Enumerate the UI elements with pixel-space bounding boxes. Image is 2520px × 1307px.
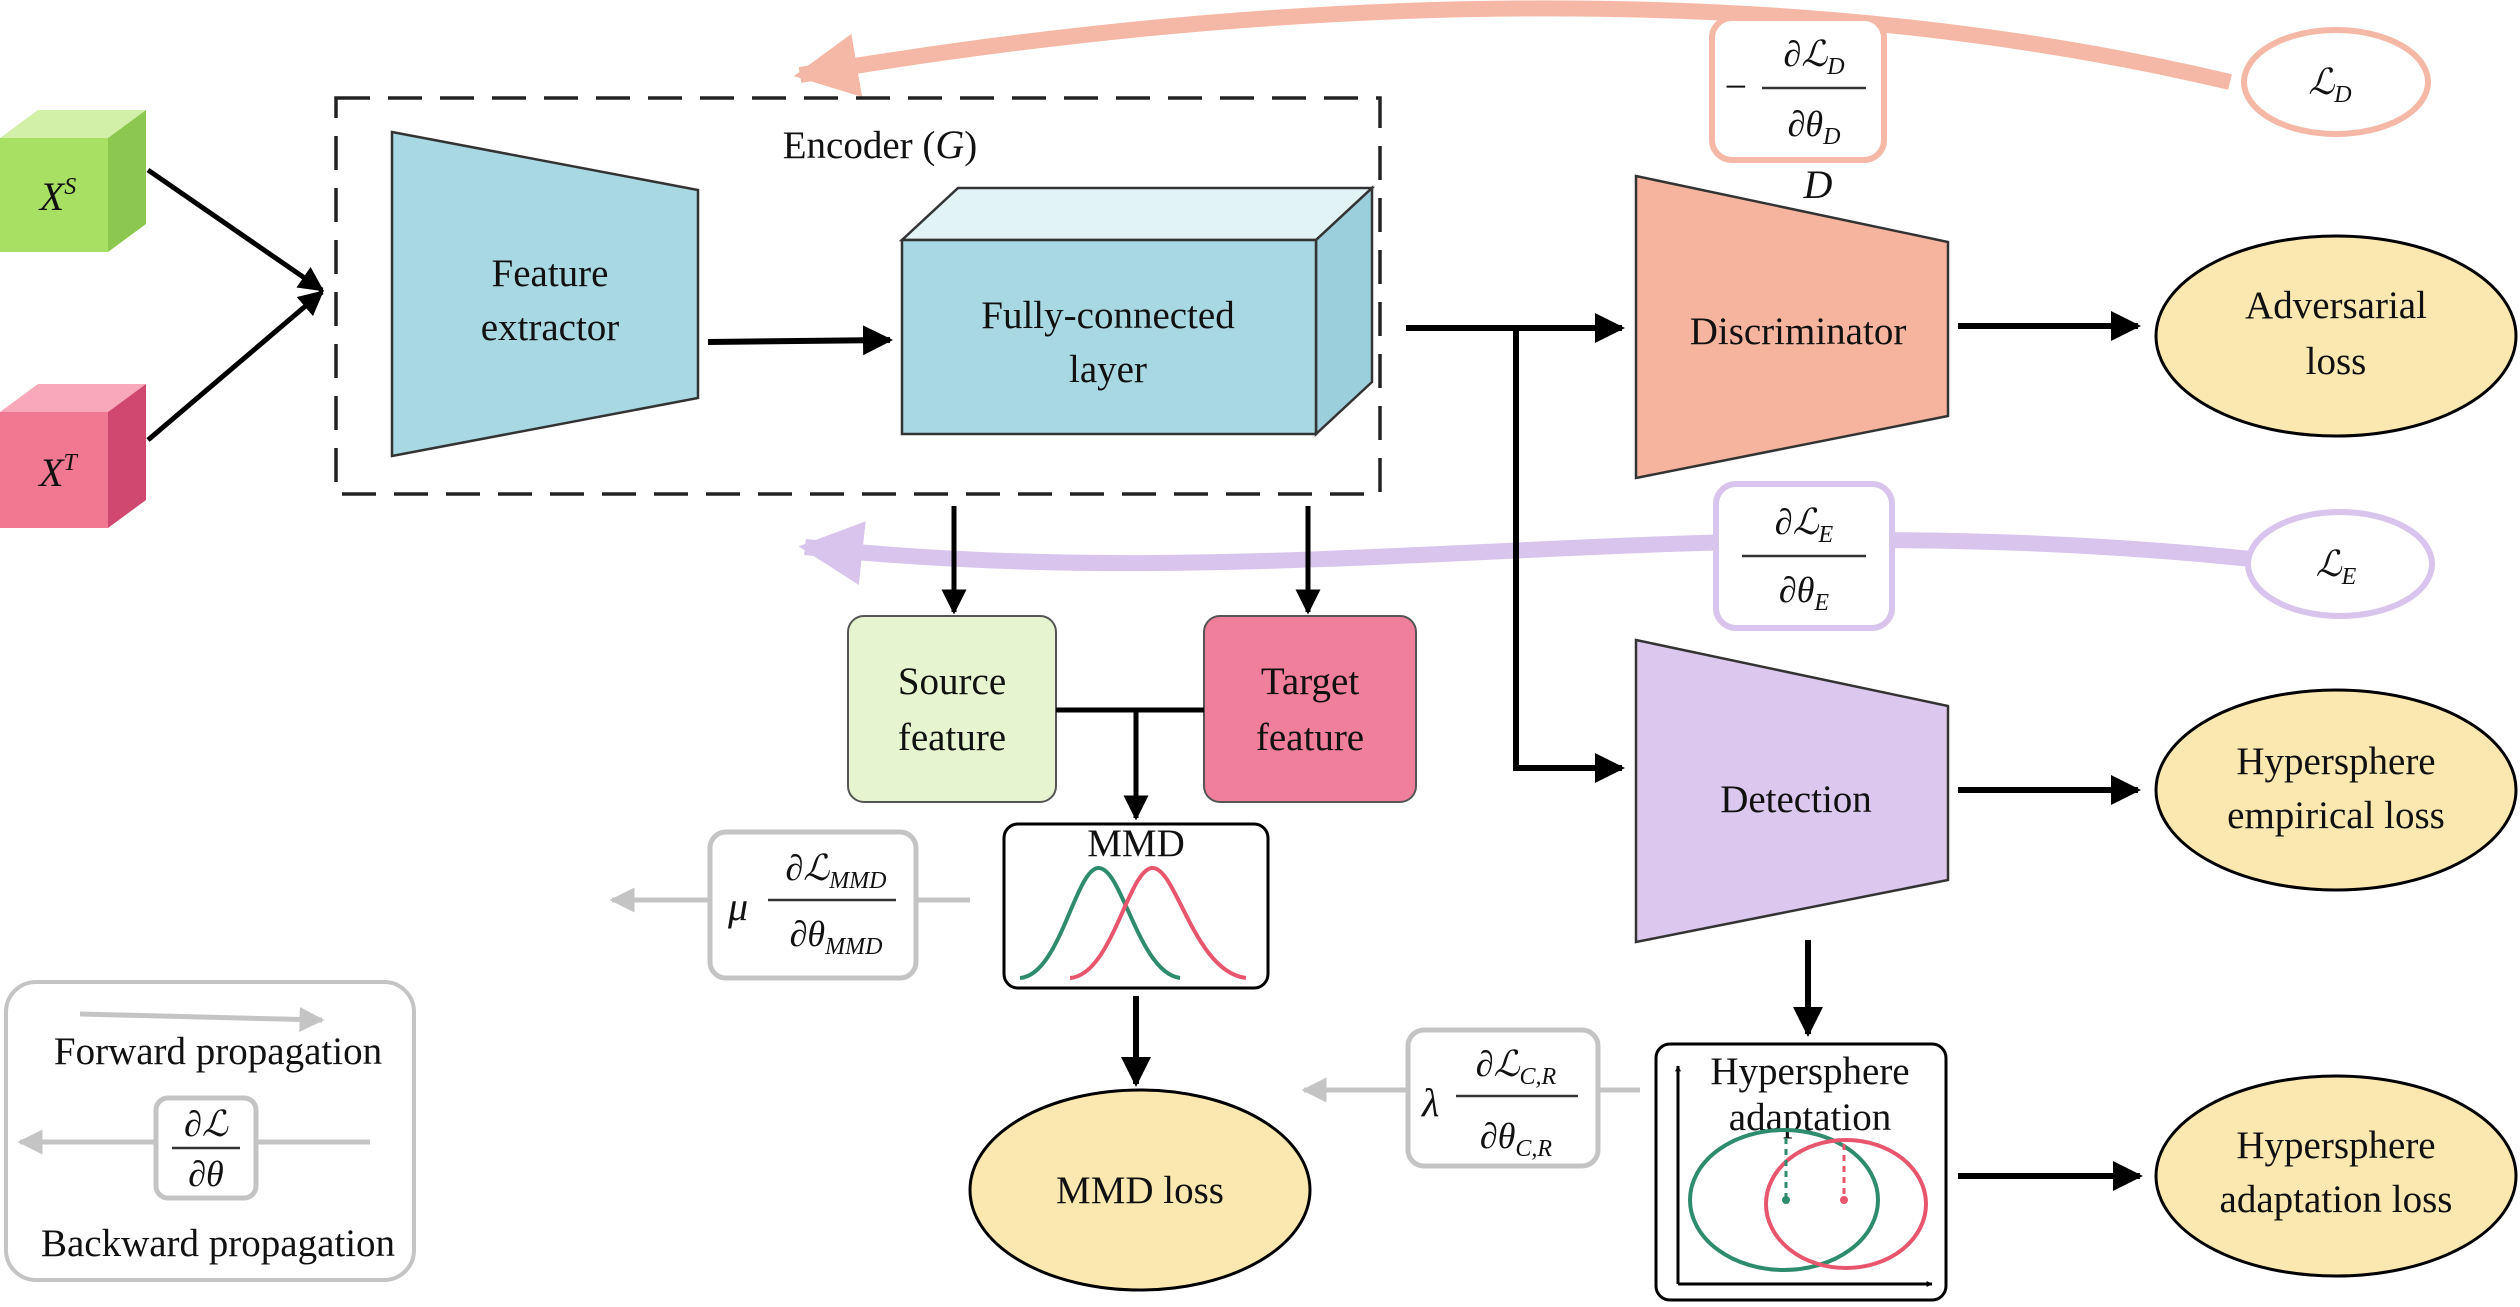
discriminator-block [1634,174,1950,480]
adversarial-loss-label-1: Adversarial [2245,284,2427,327]
fc-layer-label-2: layer [1069,348,1147,391]
detection-gradient-arrow [798,521,2261,585]
target-feature-label-2: feature [1256,716,1364,759]
mmd-source-curve [1019,866,1181,980]
adversarial-loss-label-2: loss [2306,340,2367,383]
discriminator-gradient-numerator: ∂ℒD [1783,34,1844,80]
target-hypersphere [1764,1138,1928,1270]
mmd-gradient-coef: μ [727,884,748,929]
legend-gradient-numerator: ∂ℒ [184,1104,229,1144]
hypersphere-gradient-numerator: ∂ℒC,R [1476,1044,1557,1090]
legend-forward-label: Forward propagation [54,1030,382,1073]
discriminator-gradient-denominator: ∂θD [1788,104,1841,150]
source-hypersphere [1688,1128,1880,1272]
svg-text:XT: XT [37,450,78,495]
target-feature-label-1: Target [1261,660,1360,703]
discriminator-label: Discriminator [1690,310,1907,353]
source-feature-label-2: feature [898,716,1006,759]
feature-extractor-label-1: Feature [492,252,609,295]
fc-layer-label-1: Fully-connected [981,294,1235,337]
hypersphere-adaptation-title-1: Hypersphere [1710,1050,1909,1093]
mmd-title: MMD [1087,822,1185,865]
feature-extractor-block [390,130,700,458]
feature-extractor-label-2: extractor [481,306,620,349]
mmd-loss-ellipse [968,1088,1312,1292]
mmd-gradient-numerator: ∂ℒMMD [785,848,886,894]
fully-connected-layer-block [898,185,1376,437]
mmd-gradient-denominator: ∂θMMD [790,914,883,960]
detection-gradient-denominator: ∂θE [1779,570,1829,616]
source-feature-box [847,615,1057,803]
svg-text:XS: XS [38,174,76,219]
legend-gradient-denominator: ∂θ [188,1154,223,1194]
source-input-cube: XS [0,110,146,252]
hypersphere-empirical-loss-label-1: Hypersphere [2236,740,2435,783]
hypersphere-gradient-box [1405,1027,1601,1169]
detection-loss-symbol-ellipse [2245,509,2435,619]
discriminator-gradient-sign: − [1722,64,1749,109]
hypersphere-gradient-coef: λ [1421,1080,1439,1125]
legend-backward-label: Backward propagation [41,1222,395,1265]
hypersphere-adaptation-loss-label-2: adaptation loss [2220,1178,2453,1221]
hypersphere-gradient-denominator: ∂θC,R [1480,1116,1552,1162]
target-to-encoder-arrow [146,290,324,442]
adversarial-loss-ellipse [2154,234,2518,438]
detection-label: Detection [1720,778,1872,821]
hypersphere-empirical-loss-ellipse [2154,688,2518,892]
hypersphere-adaptation-loss-ellipse [2154,1074,2518,1278]
encoder-label: Encoder (G) [783,122,978,167]
target-input-cube: XT [0,384,146,528]
discriminator-loss-symbol: ℒD [2308,62,2351,108]
mmd-gradient-box [707,829,919,981]
source-to-encoder-arrow [146,167,325,293]
mmd-loss-label: MMD loss [1056,1169,1224,1212]
mmd-target-curve [1069,866,1247,980]
hypersphere-empirical-loss-label-2: empirical loss [2227,794,2445,837]
discriminator-symbol: D [1803,162,1833,207]
extractor-to-fc-arrow [707,325,893,356]
discriminator-gradient-arrow [793,0,2232,97]
hypersphere-adaptation-loss-label-1: Hypersphere [2236,1124,2435,1167]
detection-gradient-numerator: ∂ℒE [1775,502,1834,548]
target-feature-box [1203,615,1417,803]
legend-forward-arrow [79,1006,325,1032]
source-feature-label-1: Source [898,660,1006,703]
hypersphere-adaptation-box [1654,1042,1948,1302]
discriminator-loss-symbol-ellipse [2241,27,2431,137]
detection-block [1634,638,1950,944]
detection-loss-symbol: ℒE [2316,544,2357,590]
encoder-box [334,96,1382,496]
